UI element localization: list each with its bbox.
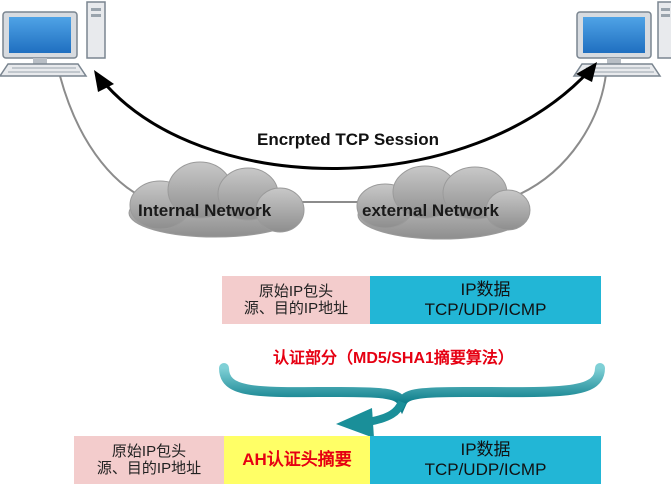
auth-brace [219,363,605,415]
original-data-line2: TCP/UDP/ICMP [424,300,547,319]
ah-header-line2: 源、目的IP地址 [96,460,202,477]
ah-ip-data: IP数据 TCP/UDP/ICMP [370,436,601,484]
internal-network-label: Internal Network [138,201,272,220]
link-right [519,73,607,195]
original-data-line1: IP数据 [460,280,511,300]
arc-arrowhead-right [576,62,597,82]
brace-arrow-shaft [367,400,406,426]
ah-auth-header: AH认证头摘要 [224,436,370,484]
ah-ip-header: 原始IP包头 源、目的IP地址 [74,436,224,484]
link-left [59,75,151,201]
cloud-icon [128,161,305,238]
ah-data-line1: IP数据 [460,440,511,460]
computer-icon-right [572,1,671,77]
cloud-icon [356,165,531,240]
original-ip-header: 原始IP包头 源、目的IP地址 [222,276,370,324]
arc-arrowhead-left [94,70,114,92]
computer-icon-left [0,1,106,77]
ah-header-line1: 原始IP包头 [111,442,187,460]
auth-caption: 认证部分（MD5/SHA1摘要算法） [273,350,514,367]
original-header-line1: 原始IP包头 [258,282,334,300]
original-header-line2: 源、目的IP地址 [243,300,349,317]
brace-arrowhead [336,408,374,438]
external-network-label: external Network [362,201,499,220]
session-label: Encrpted TCP Session [257,130,440,149]
ah-data-line2: TCP/UDP/ICMP [424,460,547,479]
session-arc [98,68,592,170]
original-ip-data: IP数据 TCP/UDP/ICMP [370,276,601,324]
ah-label: AH认证头摘要 [242,450,352,470]
